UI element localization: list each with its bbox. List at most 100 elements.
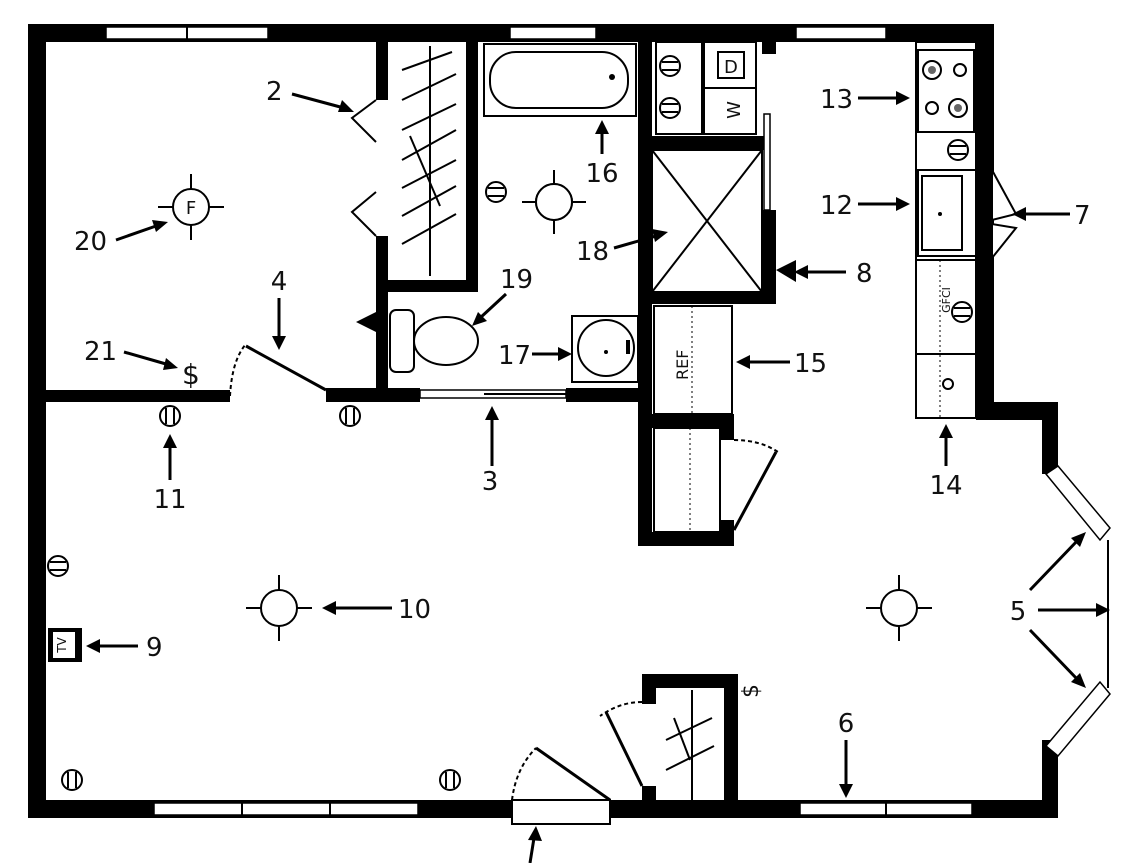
wall-laundry-stub <box>762 40 776 54</box>
outlet-icon <box>659 55 681 77</box>
wall-right-upper <box>976 24 994 420</box>
wall-closet-right <box>466 40 478 292</box>
wall-coat-right <box>724 674 738 810</box>
wall-pantry-stub <box>720 414 734 440</box>
pantry-shelf <box>653 427 721 533</box>
walls <box>28 24 1058 818</box>
wall-right-bay-bottom <box>1042 740 1058 818</box>
wall-coat-left <box>642 674 656 704</box>
wall-pantry-bottom <box>638 532 734 546</box>
ceiling-light-kitchen <box>866 575 932 641</box>
washer-dryer: D W <box>703 41 757 135</box>
gfci-label: GFCI <box>940 287 953 313</box>
outlet-icon <box>951 301 973 323</box>
bathtub-basin <box>489 51 629 109</box>
bathtub-drain <box>609 74 615 80</box>
wall-coat-left-b <box>642 786 656 810</box>
closet-door-lower <box>350 191 377 237</box>
wall-left <box>28 24 46 817</box>
washer-label: W <box>724 101 745 119</box>
wall-bedroom-bottom-a <box>28 390 230 402</box>
callout-20: 20 <box>74 227 107 257</box>
dryer-label: D <box>724 57 738 78</box>
refrigerator: REF <box>653 305 733 415</box>
bedroom-door-swing <box>229 343 247 397</box>
wall-bedroom-bottom-b <box>326 388 420 402</box>
callout-12: 12 <box>820 191 853 221</box>
callout-arrows <box>86 91 1110 863</box>
wall-pantry-mid <box>638 414 734 428</box>
closet18-door <box>763 113 771 211</box>
callout-4: 4 <box>271 267 288 297</box>
callout-11: 11 <box>153 485 186 515</box>
switch-icon: $ <box>182 358 200 391</box>
tv-label: TV <box>55 636 69 653</box>
wall-bath-bottom <box>566 388 644 402</box>
callout-14: 14 <box>929 471 962 501</box>
pantry-door-swing <box>733 439 779 453</box>
window-bay-upper <box>1044 465 1111 542</box>
callout-5: 5 <box>1010 597 1027 627</box>
callout-8: 8 <box>856 259 873 289</box>
electrical: F $ $ <box>47 55 973 791</box>
entry-door <box>535 746 611 802</box>
outlet-icon <box>947 139 969 161</box>
window-living-bottom <box>153 802 419 816</box>
callout-19: 19 <box>500 265 533 295</box>
outlet-icon <box>159 405 181 427</box>
ceiling-light-living <box>246 575 312 641</box>
wall-closet18-right <box>762 210 776 302</box>
tv: TV <box>48 628 82 662</box>
outlet-icon <box>339 405 361 427</box>
entry-door-swing <box>511 747 537 801</box>
kitchen-counter: GFCI <box>915 41 977 419</box>
wall-coat-top <box>642 674 738 688</box>
toilet <box>389 309 479 373</box>
closet-18 <box>651 149 763 293</box>
callout-2: 2 <box>266 77 283 107</box>
ceiling-fan: F <box>158 174 224 240</box>
ref-label: REF <box>673 350 692 380</box>
window-laundry-top <box>795 26 887 40</box>
doors <box>229 99 779 825</box>
callout-3: 3 <box>482 467 499 497</box>
closet-hangers <box>401 46 715 800</box>
outlet-icon <box>485 181 507 203</box>
callout-15: 15 <box>794 349 827 379</box>
callout-17: 17 <box>498 341 531 371</box>
window-bay-lower <box>1044 680 1111 758</box>
windows <box>105 26 1111 816</box>
switch-icon: $ <box>739 684 764 698</box>
laundry-sink <box>655 41 703 135</box>
fan-label: F <box>186 198 196 219</box>
wall-right-step <box>976 402 1058 420</box>
coat-door-swing <box>599 701 643 717</box>
callout-9: 9 <box>146 633 163 663</box>
outlet-icon <box>61 769 83 791</box>
callout-18: 18 <box>576 237 609 267</box>
pantry-door <box>732 451 778 531</box>
bedroom-door <box>245 344 327 392</box>
wall-closet-left-a <box>376 40 388 100</box>
callout-labels: 2 3 4 5 6 7 8 9 10 11 12 13 14 15 16 17 … <box>74 77 1091 739</box>
window-bath-top <box>509 26 597 40</box>
callout-21: 21 <box>84 337 117 367</box>
kitchen-window-bracket <box>991 169 1018 222</box>
coat-door <box>604 711 644 787</box>
chime-icon <box>776 260 796 282</box>
callout-10: 10 <box>398 595 431 625</box>
wall-closet-left-b <box>376 236 388 400</box>
callout-7: 7 <box>1074 201 1091 231</box>
callout-13: 13 <box>820 85 853 115</box>
entry-door-threshold <box>511 799 611 825</box>
wall-closet18-bottom <box>638 290 776 304</box>
callout-6: 6 <box>838 709 855 739</box>
fixtures: D W REF <box>48 41 1018 662</box>
outlet-icon <box>439 769 461 791</box>
chime-icon <box>356 312 376 332</box>
wall-right-bay-top <box>1042 402 1058 474</box>
wall-closet-bottom <box>376 280 478 292</box>
wall-bath-right <box>638 40 652 152</box>
kitchen-window-bracket <box>991 222 1018 261</box>
